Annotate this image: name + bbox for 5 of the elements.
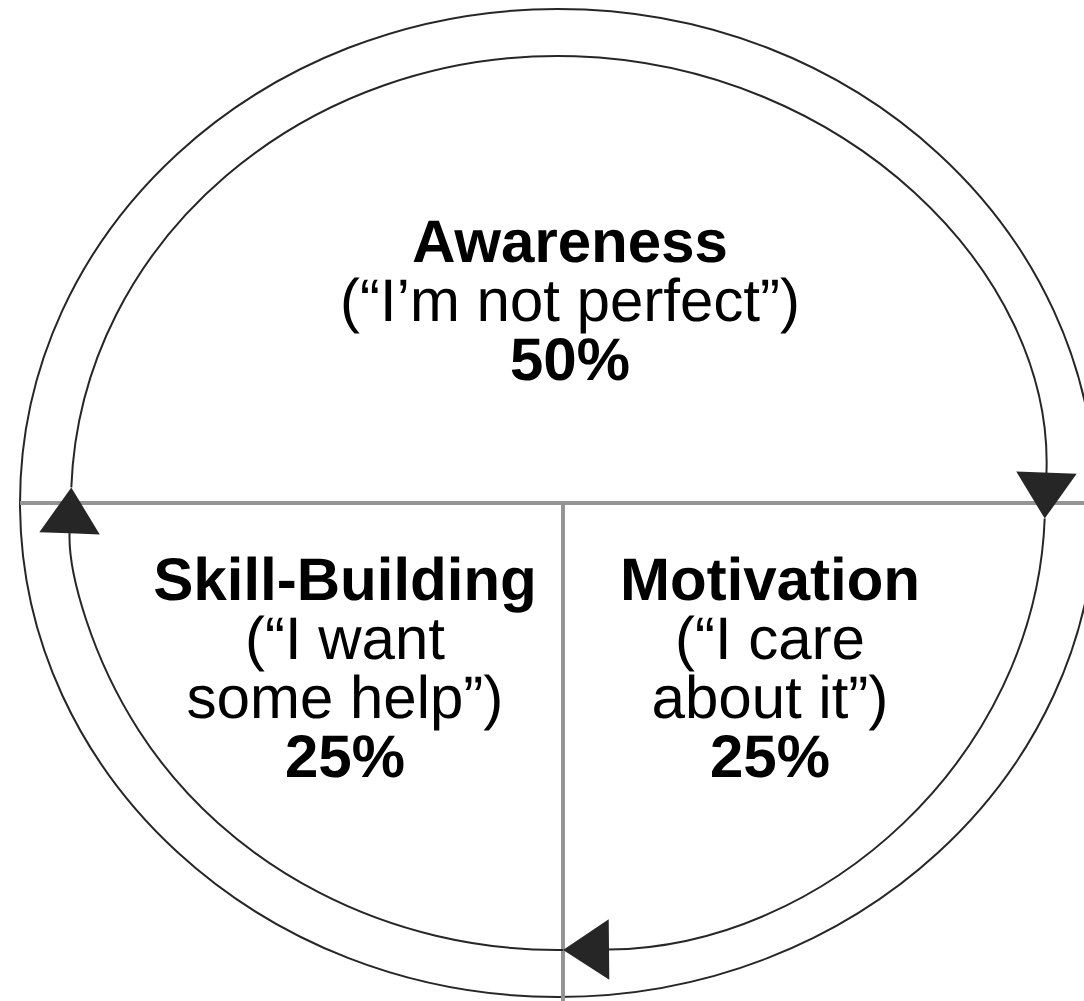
sector: Skill-Building (“I want some help”) 25% bbox=[71, 501, 565, 1001]
node-label: Awareness bbox=[413, 220, 726, 263]
node-label: 50% bbox=[511, 338, 629, 381]
node-label: (“I’m not perfect”) bbox=[343, 277, 797, 334]
sector: Motivation (“I care about it”) 25% bbox=[561, 501, 1045, 950]
